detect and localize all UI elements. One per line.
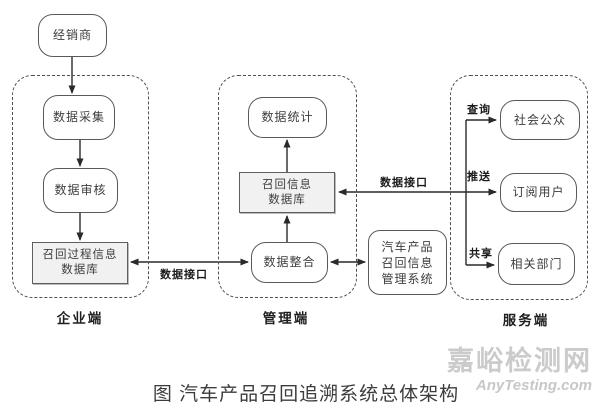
group-enterprise: [12, 75, 149, 298]
edge-label-push: 推送: [467, 171, 491, 183]
node-recall-process-db-line2: 数据库: [61, 264, 99, 276]
node-data-integration: 数据整合: [251, 242, 328, 283]
node-recall-info-db-line1: 召回信息: [262, 178, 312, 191]
node-data-integration-label: 数据整合: [263, 255, 316, 269]
node-data-collection-label: 数据采集: [52, 110, 105, 124]
node-dealer: 经销商: [38, 14, 107, 57]
node-social-public-label: 社会公众: [513, 112, 566, 127]
node-recall-mgmt-system: 汽车产品 召回信息 管理系统: [368, 230, 447, 295]
node-data-review: 数据审核: [43, 168, 118, 213]
node-data-statistics-label: 数据统计: [261, 110, 314, 124]
node-recall-info-db: 召回信息 数据库: [239, 172, 335, 213]
node-recall-process-db-line1: 召回过程信息: [42, 249, 118, 261]
group-label-management: 管理端: [262, 311, 310, 326]
figure-caption: 图 汽车产品召回追溯系统总体架构: [152, 384, 460, 405]
node-dealer-label: 经销商: [52, 28, 92, 42]
watermark-chinese: 嘉峪检测网: [447, 346, 592, 376]
node-data-statistics: 数据统计: [248, 97, 327, 138]
node-recall-mgmt-system-line3: 管理系统: [381, 271, 434, 286]
node-social-public: 社会公众: [500, 100, 580, 140]
group-label-enterprise: 企业端: [56, 311, 104, 326]
node-recall-process-db: 召回过程信息 数据库: [32, 242, 128, 284]
node-recall-mgmt-system-line2: 召回信息: [381, 255, 434, 270]
node-data-review-label: 数据审核: [54, 183, 107, 197]
edge-label-data-interface-right: 数据接口: [380, 177, 428, 189]
edge-label-data-interface-left: 数据接口: [160, 269, 208, 281]
node-recall-mgmt-system-line1: 汽车产品: [381, 239, 434, 254]
node-recall-info-db-line2: 数据库: [268, 193, 306, 206]
edge-label-share: 共享: [469, 248, 493, 260]
group-service: [450, 75, 588, 300]
node-data-collection: 数据采集: [43, 95, 115, 140]
node-related-departments: 相关部门: [498, 243, 575, 285]
node-subscribers: 订阅用户: [500, 173, 577, 212]
node-subscribers-label: 订阅用户: [512, 185, 565, 199]
group-label-service: 服务端: [502, 313, 550, 328]
node-related-departments-label: 相关部门: [510, 256, 563, 271]
group-management: [218, 75, 357, 298]
edge-label-query: 查询: [467, 104, 491, 116]
